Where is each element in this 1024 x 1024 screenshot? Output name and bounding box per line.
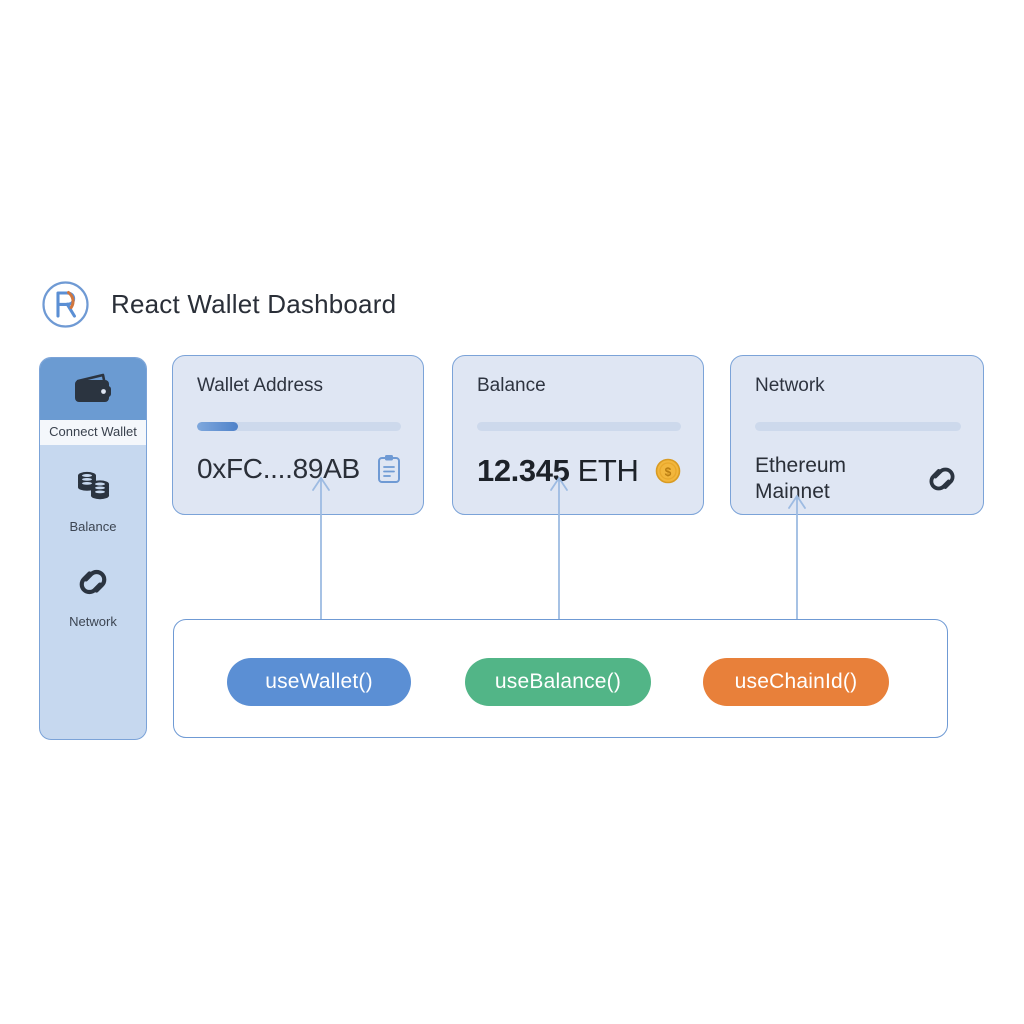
card-title: Network [755, 375, 825, 396]
coins-icon-wrap [40, 459, 146, 515]
hook-pill-usewallet[interactable]: useWallet() [227, 658, 411, 706]
balance-progress-track [477, 421, 681, 431]
react-logo-icon [42, 281, 89, 328]
page-title: React Wallet Dashboard [111, 289, 397, 319]
sidebar-item-network[interactable]: Network [40, 554, 146, 635]
svg-text:$: $ [665, 465, 672, 479]
hook-pill-usechainid[interactable]: useChainId() [703, 658, 889, 706]
wallet-progress-fill [197, 421, 238, 431]
sidebar-item-label: Connect Wallet [40, 420, 146, 445]
card-title: Wallet Address [197, 375, 324, 396]
wallet-icon [75, 373, 111, 402]
balance-amount: 12.345 [477, 452, 570, 488]
card-body: 0xFC....89AB [197, 453, 401, 485]
hook-pill-usebalance[interactable]: useBalance() [465, 658, 651, 706]
hooks-panel: useWallet() useBalance() useChainId() [173, 619, 948, 738]
card-wallet-address[interactable]: Wallet Address 0xFC....89AB [172, 355, 424, 515]
link-icon-wrap [40, 554, 146, 610]
app-header: React Wallet Dashboard [38, 277, 396, 332]
wallet-address-value: 0xFC....89AB [197, 452, 360, 484]
card-body: 12.345 ETH $ [477, 453, 681, 489]
sidebar-item-label: Network [69, 614, 117, 629]
network-progress-track [755, 421, 961, 431]
coins-icon [78, 471, 109, 500]
sidebar-item-label: Balance [69, 519, 117, 534]
card-body: Ethereum Mainnet [755, 453, 961, 506]
network-value: Ethereum Mainnet [755, 453, 847, 504]
link-icon [79, 569, 107, 595]
clipboard-copy-icon[interactable] [377, 454, 401, 484]
balance-value: 12.345 ETH [477, 452, 639, 489]
dollar-coin-icon: $ [655, 458, 681, 484]
wallet-progress-track [197, 421, 401, 431]
card-balance[interactable]: Balance 12.345 ETH $ [452, 355, 704, 515]
card-network[interactable]: Network Ethereum Mainnet [730, 355, 984, 515]
chain-link-icon[interactable] [923, 462, 961, 496]
sidebar-item-connect-wallet[interactable]: Connect Wallet [40, 358, 146, 445]
card-title: Balance [477, 375, 546, 396]
wallet-icon-wrap [40, 358, 146, 420]
sidebar-item-balance[interactable]: Balance [40, 459, 146, 540]
balance-unit: ETH [577, 452, 639, 488]
sidebar: Connect Wallet [39, 357, 147, 740]
